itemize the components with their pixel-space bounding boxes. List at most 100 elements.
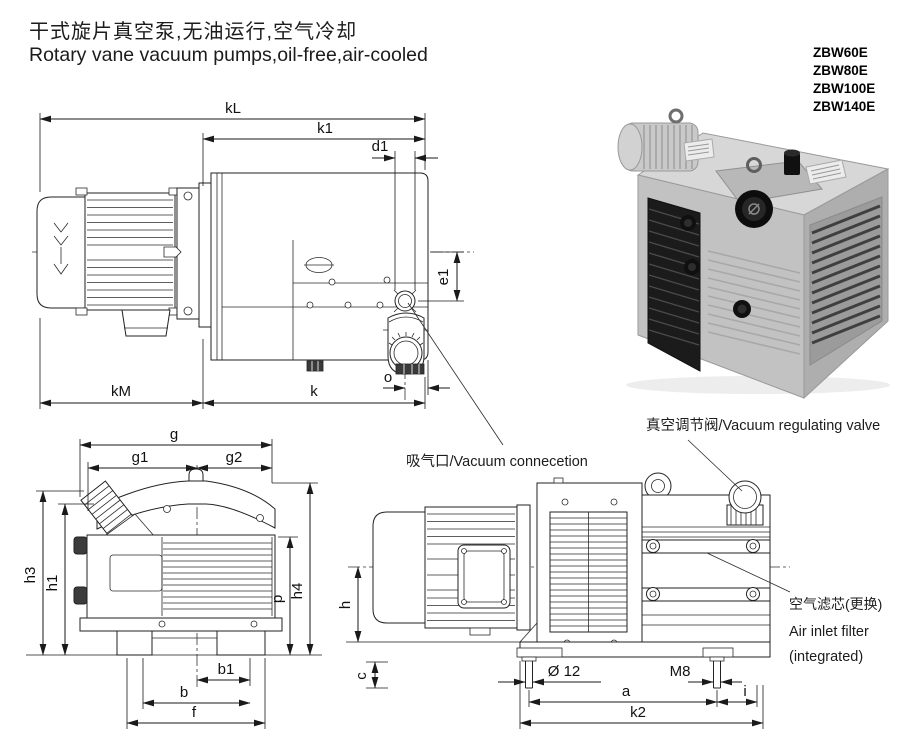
vacuum-port-leader-line bbox=[407, 302, 504, 446]
photo-motor bbox=[617, 108, 699, 172]
motor-fins bbox=[87, 199, 173, 306]
vacuum-port bbox=[393, 289, 417, 313]
front-grille bbox=[647, 197, 701, 372]
filter-housing bbox=[641, 480, 771, 653]
dimension-h4: h4 bbox=[272, 482, 318, 656]
dimension-k1: k1 bbox=[202, 120, 426, 186]
foot-stud bbox=[521, 656, 537, 689]
air-filter-label-note: (integrated) bbox=[789, 649, 864, 665]
dimension-h3: h3 bbox=[22, 490, 84, 656]
dimension-k2: k2 bbox=[519, 661, 764, 729]
port-cap-knob-center bbox=[688, 263, 696, 271]
dimension-d1: d1 bbox=[372, 138, 438, 290]
dim-label-dia12: Ø 12 bbox=[548, 663, 581, 680]
nameplate bbox=[683, 138, 715, 162]
eyebolt-icon bbox=[668, 108, 684, 124]
dim-label-h: h bbox=[337, 601, 354, 609]
dimension-g: g bbox=[79, 426, 273, 497]
cooling-fins bbox=[163, 542, 272, 610]
dim-label-k1: k1 bbox=[317, 120, 333, 137]
rail-bolts bbox=[646, 539, 760, 601]
valve-leader-line bbox=[687, 439, 743, 492]
page-title-english: Rotary vane vacuum pumps,oil-free,air-co… bbox=[29, 44, 428, 66]
dimension-g2: g2 bbox=[196, 449, 273, 472]
dimension-h1: h1 bbox=[44, 503, 94, 656]
shaft bbox=[163, 246, 182, 258]
terminal-box bbox=[121, 309, 171, 337]
center-vent-section bbox=[536, 477, 643, 654]
dimension-kM: kM bbox=[39, 318, 204, 409]
dim-label-d1: d1 bbox=[372, 138, 389, 155]
vent-slats bbox=[550, 517, 627, 627]
dim-label-b1: b1 bbox=[218, 661, 235, 678]
regulating-valve-label: 真空调节阀/Vacuum regulating valve bbox=[646, 418, 881, 434]
small-knob bbox=[784, 149, 800, 175]
dimension-dia12: Ø 12 bbox=[498, 663, 601, 686]
dimension-b1: b1 bbox=[196, 658, 251, 686]
dimension-c: c bbox=[353, 661, 388, 689]
model-item: ZBW60E bbox=[813, 45, 868, 60]
pump-body-group bbox=[198, 172, 429, 375]
technical-drawing-side-view: kL k1 d1 e1 o kM bbox=[32, 100, 504, 446]
dim-label-f: f bbox=[192, 704, 197, 721]
technical-drawing-rear-view: h c Ø 12 M8 a i k2 bbox=[337, 439, 791, 729]
dim-label-M8: M8 bbox=[670, 663, 691, 680]
foot-stud bbox=[709, 656, 725, 689]
vacuum-regulating-valve bbox=[726, 480, 764, 526]
dim-label-b: b bbox=[180, 684, 188, 701]
dim-label-a: a bbox=[622, 683, 631, 700]
carry-handle bbox=[96, 480, 276, 530]
side-knob bbox=[73, 536, 88, 555]
dimension-e1: e1 bbox=[418, 251, 464, 302]
model-item: ZBW80E bbox=[813, 63, 868, 78]
model-item: ZBW140E bbox=[813, 99, 876, 114]
dim-label-kM: kM bbox=[111, 383, 131, 400]
motor-group bbox=[372, 504, 531, 636]
port-cap-knob-center bbox=[684, 219, 692, 227]
vacuum-connection-label: 吸气口/Vacuum connecetion bbox=[406, 454, 588, 470]
front-ribs bbox=[707, 250, 801, 355]
side-knob bbox=[73, 586, 88, 605]
dimension-b: b bbox=[142, 658, 251, 709]
side-vent-grille bbox=[809, 196, 883, 366]
eyebolt-icon bbox=[746, 157, 762, 173]
port-cap-knob-center bbox=[737, 304, 747, 314]
dim-label-c: c bbox=[353, 672, 370, 680]
dimension-h: h bbox=[337, 566, 362, 643]
dim-label-p: p bbox=[269, 595, 286, 603]
valve-knob bbox=[735, 190, 773, 228]
dim-label-h4: h4 bbox=[289, 583, 306, 600]
page-title-chinese: 干式旋片真空泵,无油运行,空气冷却 bbox=[29, 21, 358, 43]
air-filter-label-zh: 空气滤芯(更换) bbox=[789, 596, 883, 612]
dim-label-g2: g2 bbox=[226, 449, 243, 466]
dim-label-k2: k2 bbox=[630, 704, 646, 721]
dimension-f: f bbox=[126, 658, 266, 729]
dim-label-k: k bbox=[310, 383, 318, 400]
dimension-g1: g1 bbox=[87, 449, 198, 511]
dim-label-kL: kL bbox=[225, 100, 241, 117]
dimension-a: a bbox=[528, 683, 718, 707]
dim-label-o: o bbox=[384, 369, 392, 386]
product-photo bbox=[617, 108, 890, 400]
dim-label-e1: e1 bbox=[435, 269, 452, 286]
dim-label-g: g bbox=[170, 426, 178, 443]
dimension-i: i bbox=[716, 683, 758, 707]
nameplate bbox=[805, 159, 847, 185]
dimension-M8: M8 bbox=[670, 663, 742, 686]
dimension-p: p bbox=[269, 536, 298, 656]
dim-label-i: i bbox=[743, 683, 746, 700]
dimension-o: o bbox=[383, 360, 450, 395]
dim-label-h3: h3 bbox=[22, 567, 39, 584]
photo-shadow bbox=[626, 376, 890, 394]
pump-end-body bbox=[73, 468, 283, 656]
model-item: ZBW100E bbox=[813, 81, 876, 96]
base-group bbox=[516, 622, 771, 689]
lifting-eye bbox=[644, 472, 672, 500]
dim-label-g1: g1 bbox=[132, 449, 149, 466]
air-filter-label-en: Air inlet filter bbox=[789, 624, 869, 640]
dimension-k: k bbox=[202, 377, 426, 409]
technical-drawing-end-view: g g1 g2 h3 h1 p h4 bbox=[22, 426, 322, 729]
dim-label-h1: h1 bbox=[44, 575, 61, 592]
model-list: ZBW60E ZBW80E ZBW100E ZBW140E bbox=[813, 44, 875, 116]
